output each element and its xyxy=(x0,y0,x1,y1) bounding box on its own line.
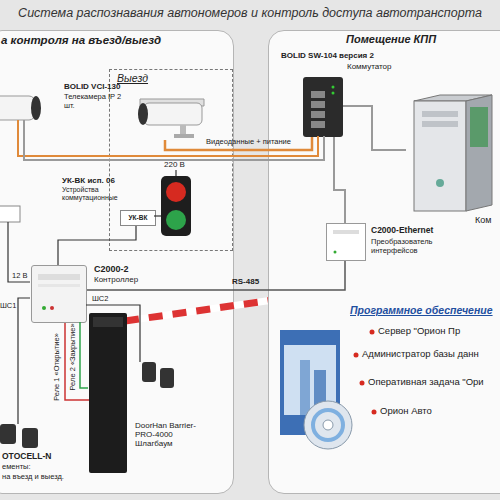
rect-shape xyxy=(38,284,80,287)
rect-shape xyxy=(422,121,458,127)
node-text: С2000-Ethernet xyxy=(371,226,433,236)
circle-shape xyxy=(42,306,46,310)
rect-shape xyxy=(180,125,186,134)
circle-shape xyxy=(334,251,337,254)
power-wire xyxy=(8,222,30,282)
cover-building xyxy=(314,370,326,415)
connector-line xyxy=(58,226,136,265)
cover-building xyxy=(300,360,310,415)
photocell xyxy=(0,424,16,444)
ip-camera: BOLID VCI-130Телекамера IP 2 шт. xyxy=(130,94,206,140)
video-cable xyxy=(18,120,318,156)
bullet-dot xyxy=(370,330,375,335)
interface-converter: С2000-EthernetПреобразователь интерфейсо… xyxy=(326,223,366,261)
rect-shape xyxy=(174,134,194,138)
controller-box: С2000-2Контроллер xyxy=(31,265,87,323)
node-illustration xyxy=(327,224,367,262)
bullet-dot xyxy=(354,353,359,358)
diagram-title: Система распознавания автономеров и конт… xyxy=(0,6,500,20)
power-cable xyxy=(24,120,324,160)
red-lamp xyxy=(166,182,186,202)
node-text: Преобразователь интерфейсов xyxy=(371,238,463,255)
zone-panel: а контроля на въезд/выездВыездBOLID VCI-… xyxy=(0,30,234,494)
node-illustration xyxy=(303,77,343,137)
switching-device xyxy=(0,206,20,222)
node-text: Выезд xyxy=(117,72,148,84)
disc-hole xyxy=(323,420,333,430)
node-text: Ком xyxy=(475,215,491,225)
disc-ring xyxy=(313,410,343,440)
bullet-dot xyxy=(360,381,365,386)
power-wire xyxy=(175,170,176,176)
polygon-shape xyxy=(466,95,492,211)
barrier-post: DoorHan Barrier-PRO-4000 Шлагбаум xyxy=(89,313,127,473)
photocell xyxy=(142,362,156,382)
rect-shape xyxy=(470,107,488,147)
circle-shape xyxy=(332,86,335,89)
rect-shape xyxy=(311,101,325,108)
photocell xyxy=(160,368,174,388)
camera-body xyxy=(0,96,35,120)
node-text: BOLID VCI-130 xyxy=(64,82,120,91)
node-text: DoorHan Barrier-PRO-4000 Шлагбаум xyxy=(135,421,210,449)
node-text: Телекамера IP 2 шт. xyxy=(64,93,126,110)
node-text: Контроллер xyxy=(94,275,138,284)
node-illustration xyxy=(406,93,496,213)
rect-shape xyxy=(144,103,202,125)
software-disc xyxy=(304,401,352,449)
rect-shape xyxy=(333,230,359,234)
rect-shape xyxy=(414,101,466,211)
signal-wire xyxy=(154,215,161,216)
ellipse-shape xyxy=(138,103,148,125)
node-illustration xyxy=(89,313,127,473)
node-text: BOLID SW-104 версия 2 xyxy=(281,51,374,60)
connector-line xyxy=(65,323,89,400)
rect-shape xyxy=(38,274,80,280)
node-illustration xyxy=(130,94,206,140)
circle-shape xyxy=(332,92,335,95)
rect-shape xyxy=(311,111,325,118)
node-text: Помещение КПП xyxy=(346,33,436,46)
network-switch: BOLID SW-104 версия 2Коммутатор xyxy=(303,77,343,137)
exit-zone: ВыездBOLID VCI-130Телекамера IP 2 шт. УК-… xyxy=(109,69,233,251)
circle-shape xyxy=(436,179,444,187)
rect-shape xyxy=(89,313,127,473)
rect-shape xyxy=(422,111,458,117)
software-box xyxy=(280,330,340,435)
connector-line xyxy=(87,261,345,290)
node-text: а контроля на въезд/выезд xyxy=(1,34,161,47)
node-illustration xyxy=(32,266,88,324)
rect-shape xyxy=(303,77,343,137)
node-text: Коммутатор xyxy=(347,62,392,71)
connector-line xyxy=(334,137,345,223)
relay-wire xyxy=(80,322,88,388)
photocell xyxy=(22,428,38,448)
circle-shape xyxy=(50,306,54,310)
connector-line xyxy=(165,137,312,150)
switching-device: УК-ВК xyxy=(120,210,156,226)
node-text: С2000-2 xyxy=(94,264,129,274)
rect-shape xyxy=(93,317,123,327)
node-text: УК-ВК xyxy=(121,211,155,225)
loop-wire xyxy=(86,305,140,362)
connector-line xyxy=(343,106,406,150)
camera-lens xyxy=(31,96,41,120)
rect-shape xyxy=(311,91,325,98)
software-cover xyxy=(284,345,336,415)
connector-label: RS-485 xyxy=(232,277,259,286)
loop-wire xyxy=(18,298,30,424)
rect-shape xyxy=(311,121,325,128)
room-panel: Помещение КППBOLID SW-104 версия 2Коммут… xyxy=(268,30,500,494)
bullet-dot xyxy=(372,410,377,415)
traffic-light xyxy=(161,176,191,236)
green-lamp xyxy=(166,210,186,230)
server-computer: Ком xyxy=(406,93,496,213)
